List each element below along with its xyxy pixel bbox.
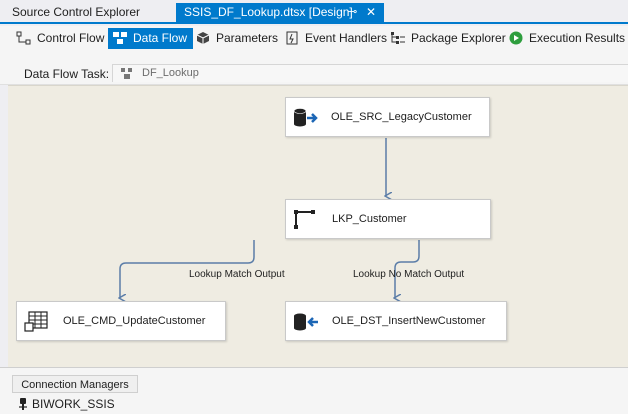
- task-selector-row: Data Flow Task: DF_Lookup: [0, 50, 628, 85]
- tab-package-design[interactable]: SSIS_DF_Lookup.dtsx [Design] ⊸ ✕: [176, 3, 384, 22]
- control-flow-icon: [16, 31, 32, 45]
- node-lkp-customer[interactable]: LKP_Customer: [285, 199, 491, 239]
- data-flow-icon: [112, 31, 128, 45]
- parameters-icon: [195, 31, 211, 45]
- document-tab-strip: Source Control Explorer SSIS_DF_Lookup.d…: [0, 0, 628, 24]
- connection-manager-label: BIWORK_SSIS: [32, 397, 115, 411]
- connection-icon: [18, 398, 28, 410]
- node-ole-dst-insert-new-customer[interactable]: OLE_DST_InsertNewCustomer: [285, 301, 507, 341]
- tab-label: Parameters: [216, 31, 279, 45]
- tab-label: Package Explorer: [411, 31, 506, 45]
- tab-label: SSIS_DF_Lookup.dtsx [Design]: [184, 5, 353, 19]
- tab-parameters[interactable]: Parameters: [195, 28, 278, 49]
- node-label: OLE_CMD_UpdateCustomer: [63, 315, 206, 327]
- connection-manager-item[interactable]: BIWORK_SSIS: [18, 397, 115, 411]
- tab-data-flow[interactable]: Data Flow: [108, 28, 194, 49]
- tab-event-handlers[interactable]: Event Handlers: [284, 28, 387, 49]
- tab-source-control-explorer[interactable]: Source Control Explorer: [4, 3, 174, 22]
- data-flow-task-label: Data Flow Task:: [24, 67, 110, 81]
- connection-managers-tray: Connection Managers BIWORK_SSIS: [0, 367, 628, 414]
- node-label: OLE_SRC_LegacyCustomer: [331, 111, 472, 123]
- package-explorer-icon: [390, 31, 406, 45]
- data-flow-task-selector[interactable]: DF_Lookup: [112, 64, 628, 82]
- ole-db-destination-icon: [292, 311, 320, 333]
- tab-label: Source Control Explorer: [12, 5, 141, 19]
- connector-label-match[interactable]: Lookup Match Output: [189, 269, 285, 280]
- close-icon[interactable]: ✕: [366, 5, 377, 19]
- event-handlers-icon: [284, 31, 300, 45]
- execution-results-icon: [508, 31, 524, 45]
- ole-db-command-icon: [23, 311, 51, 333]
- lookup-icon: [292, 209, 320, 231]
- tab-connection-managers[interactable]: Connection Managers: [12, 375, 138, 393]
- tab-label: Data Flow: [133, 31, 188, 45]
- connector-label-no-match[interactable]: Lookup No Match Output: [353, 269, 465, 280]
- tab-package-explorer[interactable]: Package Explorer: [390, 28, 506, 49]
- node-ole-src-legacy-customer[interactable]: OLE_SRC_LegacyCustomer: [285, 97, 490, 137]
- connector-layer: [8, 138, 420, 368]
- data-flow-canvas[interactable]: OLE_SRC_LegacyCustomer LKP_Customer OLE_…: [8, 85, 628, 367]
- data-flow-task-icon: [120, 67, 134, 80]
- tab-label: Event Handlers: [305, 31, 388, 45]
- ole-db-source-icon: [292, 107, 320, 129]
- designer-tab-bar: Control Flow Data Flow Parameters Event …: [0, 26, 628, 50]
- tab-label: Control Flow: [37, 31, 105, 45]
- connector-lookup-match: [120, 240, 255, 298]
- tab-control-flow[interactable]: Control Flow: [16, 28, 104, 49]
- pin-icon[interactable]: ⊸: [348, 6, 358, 18]
- tab-label: Execution Results: [529, 31, 626, 45]
- node-ole-cmd-update-customer[interactable]: OLE_CMD_UpdateCustomer: [16, 301, 226, 341]
- tab-execution-results[interactable]: Execution Results: [508, 28, 625, 49]
- data-flow-task-value: DF_Lookup: [142, 67, 199, 79]
- node-label: LKP_Customer: [332, 213, 407, 225]
- node-label: OLE_DST_InsertNewCustomer: [332, 315, 486, 327]
- connector-lookup-no-match: [395, 240, 420, 298]
